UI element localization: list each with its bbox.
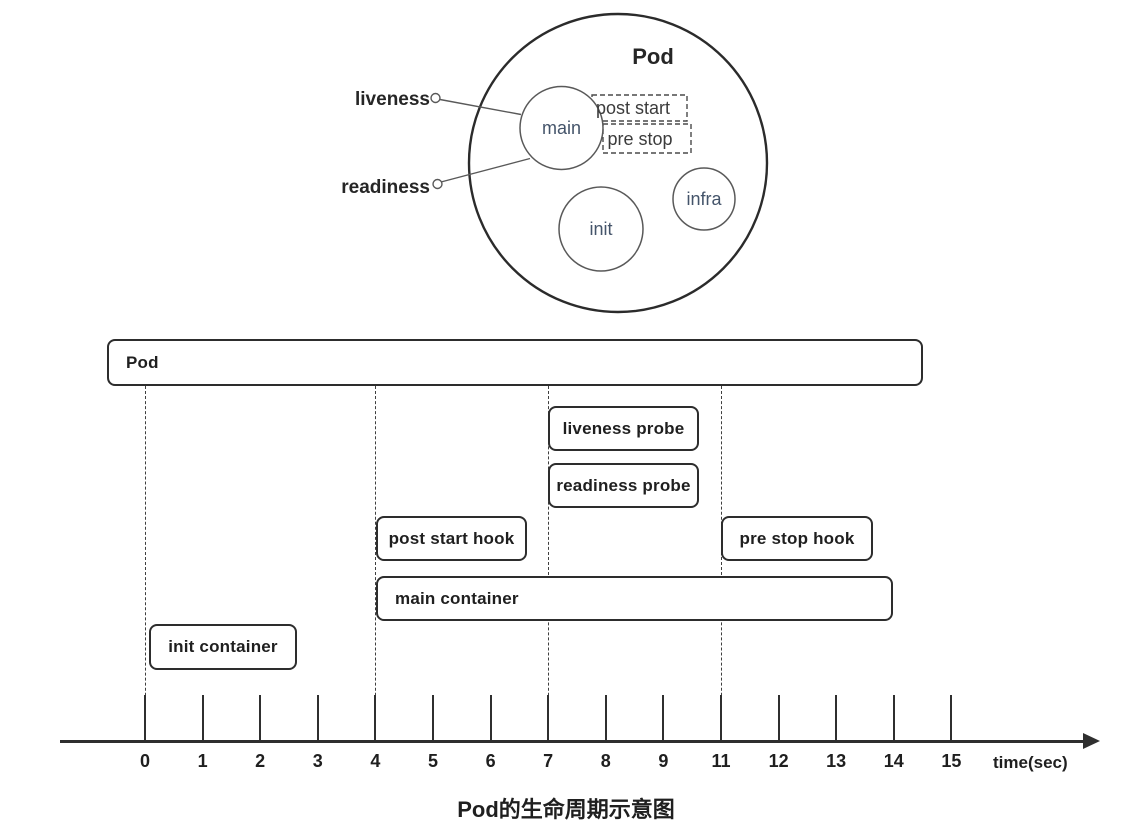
main-circle-label: main: [542, 118, 581, 138]
pre-stop-hook-label: pre stop hook: [739, 528, 855, 548]
tick-label: 13: [826, 751, 847, 771]
axis-tick: [431, 695, 435, 741]
axis-tick: [950, 695, 953, 741]
guide-line-t4: [375, 386, 377, 741]
readiness-probe-box: readiness probe: [548, 463, 699, 508]
pod-timeline-box: Pod: [107, 339, 923, 386]
post-start-hook-label: post start hook: [388, 528, 515, 548]
pod-timeline-label: Pod: [126, 352, 159, 372]
axis-tick: [374, 695, 377, 741]
axis-line: [60, 740, 1086, 743]
axis-tick: [316, 695, 319, 741]
liveness-leader-line: [439, 98, 522, 116]
pod-circle: [467, 12, 769, 314]
readiness-leader-line: [440, 157, 531, 183]
init-container-box: init container: [149, 624, 297, 670]
readiness-label: readiness: [341, 177, 430, 198]
main-container-box: main container: [376, 576, 893, 621]
tick-label: 12: [768, 751, 789, 771]
tick-label: 5: [427, 751, 438, 771]
figure-caption: Pod的生命周期示意图: [457, 797, 675, 822]
main-container-label: main container: [395, 588, 519, 608]
axis-arrow-icon: [1083, 733, 1100, 749]
axis-tick: [604, 695, 607, 741]
axis-tick: [835, 695, 838, 741]
guide-line-t7: [548, 386, 550, 741]
guide-line-t0: [145, 386, 146, 741]
guide-line-t11: [721, 386, 722, 741]
axis-tick: [143, 695, 147, 741]
tick-label: 9: [658, 751, 669, 771]
pod-circle-title: Pod: [632, 44, 674, 69]
axis-tick: [547, 695, 550, 741]
tick-label: 15: [941, 751, 962, 771]
axis-tick: [662, 695, 665, 741]
tick-label: 14: [883, 751, 904, 771]
tick-label: 3: [312, 751, 323, 771]
tick-label: 4: [370, 751, 381, 771]
infra-container-circle: [672, 167, 736, 231]
liveness-endpoint-circle: [430, 92, 441, 104]
axis-unit-label: time(sec): [993, 753, 1068, 772]
axis-tick: [719, 695, 723, 741]
tick-label: 8: [600, 751, 611, 771]
tick-label: 0: [139, 751, 150, 771]
pod-structure-diagram: Pod main init infra post start pre stop …: [341, 12, 769, 314]
init-container-circle: [558, 186, 644, 272]
readiness-probe-label: readiness probe: [556, 475, 691, 495]
infra-circle-label: infra: [686, 189, 722, 209]
axis-tick: [892, 695, 895, 741]
pre-stop-dashed-box: [602, 123, 692, 154]
init-circle-label: init: [589, 219, 612, 239]
post-start-label: post start: [596, 98, 670, 118]
tick-label: 2: [255, 751, 266, 771]
main-container-circle: [519, 85, 604, 171]
readiness-endpoint-circle: [432, 178, 443, 190]
pre-stop-hook-box: pre stop hook: [721, 516, 873, 561]
tick-label: 1: [197, 751, 208, 771]
axis-tick: [201, 695, 204, 741]
post-start-hook-box: post start hook: [376, 516, 527, 561]
axis-tick: [259, 695, 262, 741]
axis-tick: [489, 695, 492, 741]
liveness-probe-label: liveness probe: [562, 418, 685, 438]
axis-tick: [777, 695, 780, 741]
init-container-label: init container: [168, 637, 278, 656]
liveness-probe-box: liveness probe: [548, 406, 699, 451]
tick-label: 7: [543, 751, 554, 771]
tick-label: 6: [485, 751, 496, 771]
tick-label: 11: [711, 751, 731, 771]
liveness-label: liveness: [355, 89, 430, 110]
pre-stop-label: pre stop: [607, 129, 672, 149]
